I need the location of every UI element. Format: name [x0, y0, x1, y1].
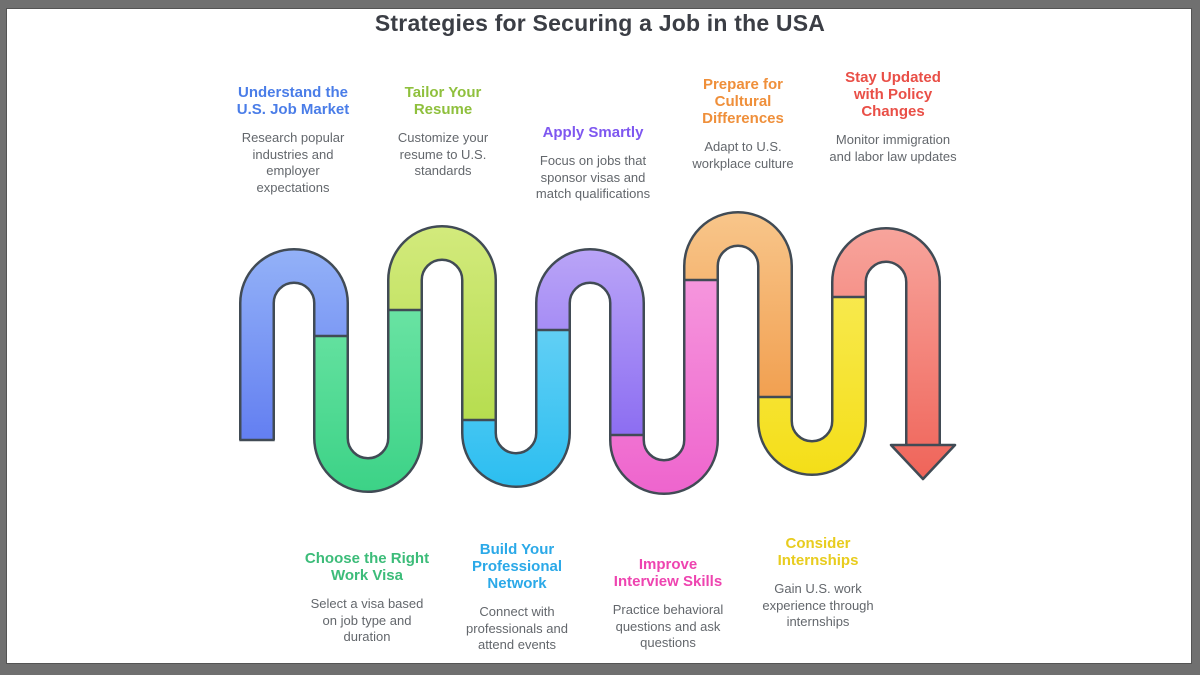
- step-item-4: Build Your Professional Network Connect …: [432, 541, 602, 654]
- step-description: Customize your resume to U.S. standards: [397, 130, 489, 178]
- step-description: Connect with professionals and attend ev…: [466, 604, 568, 652]
- step-title: Apply Smartly: [542, 124, 644, 141]
- step-item-8: Consider Internships Gain U.S. work expe…: [733, 535, 903, 631]
- step-description: Research popular industries and employer…: [241, 130, 345, 195]
- step-description: Monitor immigration and labor law update…: [829, 132, 957, 164]
- step-item-5: Apply Smartly Focus on jobs that sponsor…: [508, 124, 678, 203]
- step-item-6: Improve Interview Skills Practice behavi…: [583, 556, 753, 652]
- path-segment: [833, 229, 939, 447]
- step-title: Prepare for Cultural Differences: [702, 76, 784, 127]
- step-description: Focus on jobs that sponsor visas and mat…: [535, 153, 651, 201]
- step-title: Build Your Professional Network: [471, 541, 563, 592]
- step-title: Understand the U.S. Job Market: [236, 84, 350, 118]
- path-segment: [759, 297, 865, 474]
- path-segment: [611, 280, 717, 493]
- step-description: Adapt to U.S. workplace culture: [692, 139, 794, 171]
- step-item-3: Tailor Your Resume Customize your resume…: [358, 84, 528, 180]
- step-title: Improve Interview Skills: [613, 556, 723, 590]
- step-description: Practice behavioral questions and ask qu…: [612, 602, 724, 650]
- step-item-1: Understand the U.S. Job Market Research …: [208, 84, 378, 196]
- page-title: Strategies for Securing a Job in the USA: [374, 10, 826, 36]
- step-title: Tailor Your Resume: [404, 84, 482, 118]
- step-item-7: Prepare for Cultural Differences Adapt t…: [658, 76, 828, 172]
- step-title: Stay Updated with Policy Changes: [845, 69, 941, 120]
- path-segment: [315, 310, 421, 491]
- path-segment: [241, 250, 347, 440]
- path-segment: [537, 250, 643, 435]
- arrow-down-icon: [889, 443, 957, 481]
- path-segment: [389, 227, 495, 420]
- step-title: Consider Internships: [777, 535, 859, 569]
- step-title: Choose the Right Work Visa: [304, 550, 430, 584]
- step-description: Gain U.S. work experience through intern…: [762, 581, 874, 629]
- step-description: Select a visa based on job type and dura…: [310, 596, 424, 644]
- step-item-9: Stay Updated with Policy Changes Monitor…: [808, 69, 978, 165]
- path-segment: [463, 330, 569, 486]
- canvas-card: [7, 9, 1191, 663]
- step-item-2: Choose the Right Work Visa Select a visa…: [282, 550, 452, 646]
- path-segment: [685, 213, 791, 397]
